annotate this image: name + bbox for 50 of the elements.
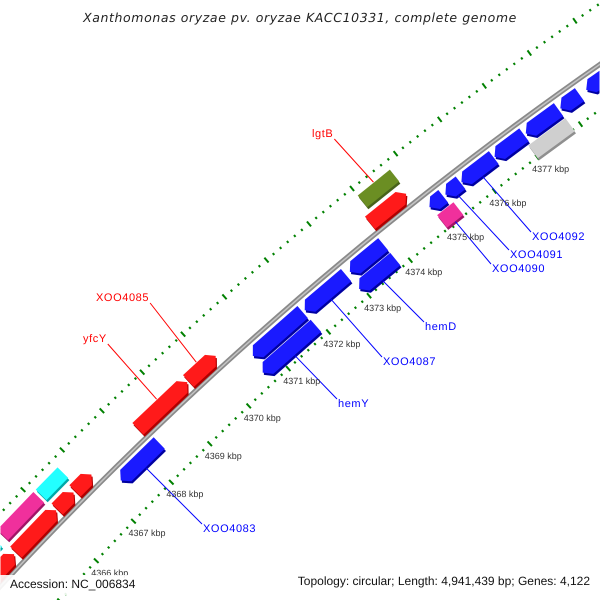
leader-line [454, 221, 492, 264]
leader-line [145, 467, 202, 524]
scale-label: 4371 kbp [283, 376, 320, 386]
leader-line [330, 298, 382, 358]
gene-label: lgtB [312, 128, 334, 140]
title: Xanthomonas oryzae pv. oryzae KACC10331, complete genome [82, 10, 518, 25]
scale-label: 4369 kbp [204, 450, 242, 461]
gene-feature [494, 128, 530, 162]
leader-line [482, 176, 532, 232]
scale-label: 4373 kbp [364, 302, 402, 313]
scale-label: 4375 kbp [447, 232, 484, 242]
gene-feature [586, 70, 600, 94]
gene-block [0, 545, 4, 552]
leader-line [458, 194, 510, 250]
gene-feature [304, 268, 352, 314]
gene-label: yfcY [83, 333, 107, 345]
gene-feature [526, 103, 564, 138]
gene-feature [183, 354, 217, 390]
scale-label: 4367 kbp [128, 528, 166, 538]
gene-label: XOO4090 [492, 263, 546, 275]
gene-label: XOO4087 [383, 356, 436, 368]
scale-label: 4366 kbp [91, 568, 128, 578]
gene-label: XOO4085 [96, 292, 150, 304]
gene-feature [120, 437, 166, 484]
gene-feature [252, 306, 310, 360]
accession-text: Accession: NC_006834 [10, 577, 136, 591]
leader-line [334, 138, 374, 183]
gene-label: XOO4091 [510, 249, 564, 261]
gene-label: XOO4083 [203, 523, 256, 535]
gene-feature [132, 381, 189, 437]
gene-label: XOO4092 [532, 231, 586, 243]
gene-label: hemY [338, 398, 370, 410]
leader-line [294, 354, 338, 400]
gene-block [437, 202, 464, 230]
gene-feature [52, 492, 76, 517]
gene-feature [69, 474, 94, 499]
leader-line [107, 344, 158, 400]
gene-feature [461, 151, 500, 186]
gene-label: hemD [425, 321, 457, 333]
scale-label: 4370 kbp [244, 412, 281, 423]
gene-block [358, 170, 400, 210]
scale-label: 4372 kbp [323, 338, 360, 349]
genome-summary: Topology: circular; Length: 4,941,439 bp; Genes: 4,122 [298, 574, 590, 588]
scale-label: 4377 kbp [532, 164, 570, 174]
leader-line [150, 302, 197, 363]
scale-label: 4374 kbp [405, 267, 442, 278]
gene-feature [560, 88, 586, 113]
gene-feature [350, 238, 390, 276]
leader-line [382, 280, 424, 322]
gene-block [0, 492, 46, 542]
